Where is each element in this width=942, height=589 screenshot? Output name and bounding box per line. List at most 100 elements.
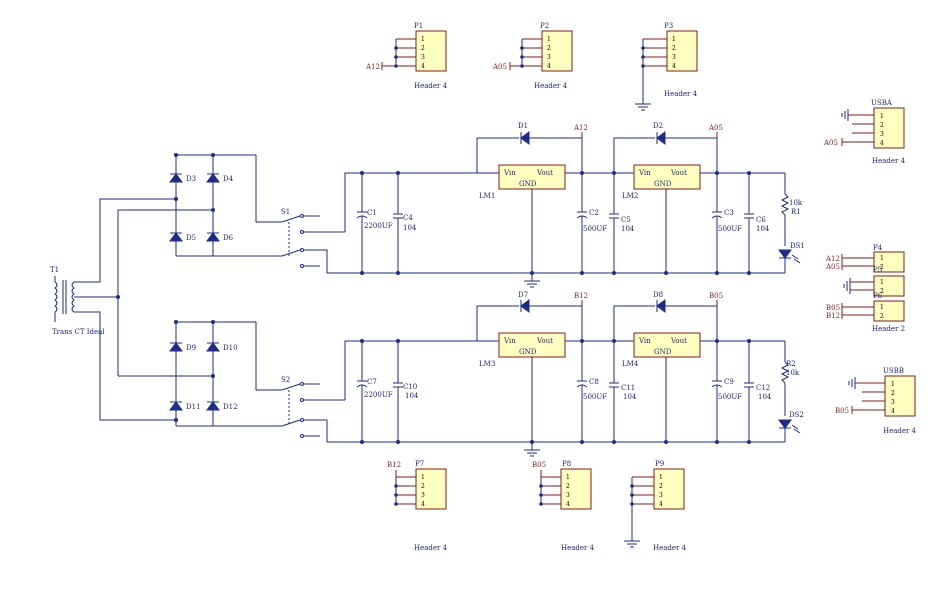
header-usba: USBA 1 2 3 4 A05 Header 4: [823, 99, 906, 165]
c2-value: 500UF: [583, 225, 607, 233]
header-p1: P1 1 2 3 4 A12 Header 4: [365, 22, 448, 90]
c4-value: 104: [403, 224, 417, 232]
pin-1: 1: [421, 36, 425, 43]
lm4-vout: Vout: [670, 337, 687, 345]
p9-type: Header 4: [653, 544, 687, 552]
c3-ref: C3: [724, 209, 734, 217]
diode-d8: D8: [613, 291, 717, 341]
d2-label: D2: [653, 122, 663, 130]
bridge-rectifier-2: D9 D10 D11 D12: [169, 320, 256, 427]
c8-value: 500UF: [583, 393, 607, 401]
lm2-gnd: GND: [654, 180, 672, 188]
header-p6: P6 1 2 B05 B12 Header 2: [826, 292, 905, 333]
pin-1: 1: [421, 474, 425, 481]
c12-value: 104: [758, 393, 772, 401]
p8-net: B05: [532, 461, 546, 469]
usba-ref: USBA: [871, 99, 893, 107]
pin-3: 3: [880, 131, 884, 138]
p2-ref: P2: [540, 22, 549, 30]
pin-1: 1: [880, 279, 884, 286]
pin-2: 2: [880, 122, 884, 129]
r2-value: 10k: [786, 369, 800, 377]
pin-2: 2: [421, 483, 425, 490]
d3-label: D3: [186, 175, 196, 183]
pin-3: 3: [672, 54, 676, 61]
p7-type: Header 4: [414, 544, 448, 552]
ground-symbol: [524, 280, 540, 288]
pin-1: 1: [880, 255, 884, 262]
pin-3: 3: [891, 399, 895, 406]
cap-c3: C3 500UF: [711, 209, 742, 273]
lm1-gnd: GND: [519, 180, 537, 188]
c9-ref: C9: [724, 378, 734, 386]
s2-label: S2: [281, 376, 290, 384]
p7-ref: P7: [415, 460, 424, 468]
usbb-ref: USBB: [883, 367, 904, 375]
p8-ref: P8: [562, 460, 571, 468]
c12-ref: C12: [756, 384, 770, 392]
cap-c8: C8 500UF: [576, 378, 607, 442]
pin-4: 4: [880, 140, 884, 147]
pin-4: 4: [566, 501, 570, 508]
lm4-ref: LM4: [622, 360, 639, 368]
cap-c11: C11 104: [609, 341, 637, 442]
r1-ref: R1: [791, 208, 801, 216]
p7-net: B12: [387, 461, 401, 469]
p3-type: Header 4: [664, 90, 698, 98]
d9-label: D9: [186, 344, 196, 352]
lm1-ref: LM1: [479, 192, 495, 200]
lm3-vout: Vout: [536, 337, 553, 345]
pin-2: 2: [421, 45, 425, 52]
c9-value: 500UF: [718, 393, 742, 401]
net-b12-label: B12: [574, 292, 588, 300]
resistor-r1: 10k R1: [780, 173, 803, 246]
pin-1: 1: [880, 304, 884, 311]
d1-label: D1: [518, 122, 528, 130]
pin-4: 4: [891, 408, 895, 415]
pin-3: 3: [566, 492, 570, 499]
d11-label: D11: [186, 403, 201, 411]
p1-type: Header 4: [414, 82, 448, 90]
pin-3: 3: [421, 492, 425, 499]
header-p2: P2 1 2 3 4 A05 Header 4: [492, 22, 573, 90]
cap-c7: C7 2200UF: [356, 341, 393, 442]
usbb-type: Header 4: [883, 427, 917, 435]
pin-4: 4: [672, 63, 676, 70]
usba-type: Header 4: [872, 157, 906, 165]
p1-ref: P1: [414, 22, 423, 30]
header-p3: P3 1 2 3 4 Header 4: [635, 22, 698, 111]
p6-type: Header 2: [872, 325, 905, 333]
regulator-lm2: Vin Vout GND LM2: [622, 164, 701, 200]
led-ds1: DS1: [778, 242, 805, 273]
p4-net-2: A05: [825, 263, 840, 271]
lm2-vin: Vin: [638, 169, 651, 177]
header-p8: P8 1 2 3 4 B05 Header 4: [532, 460, 595, 552]
ds2-label: DS2: [789, 411, 804, 419]
p9-ref: P9: [655, 460, 664, 468]
pin-2: 2: [880, 288, 884, 295]
d12-label: D12: [223, 403, 238, 411]
c5-ref: C5: [621, 216, 631, 224]
pin-2: 2: [880, 264, 884, 271]
c10-value: 104: [405, 392, 419, 400]
c6-ref: C6: [756, 216, 766, 224]
header-usbb: USBB 1 2 3 4 B05 Header 4: [835, 367, 917, 435]
c11-ref: C11: [621, 384, 635, 392]
p6-net-2: B12: [826, 312, 840, 320]
pin-2: 2: [672, 45, 676, 52]
d7-label: D7: [518, 291, 528, 299]
c1-ref: C1: [367, 209, 377, 217]
cap-c5: C5 104: [609, 173, 635, 273]
c7-value: 2200UF: [364, 391, 393, 399]
c11-value: 104: [623, 393, 637, 401]
lm4-gnd: GND: [654, 348, 672, 356]
d4-label: D4: [223, 175, 234, 183]
diode-d2: D2: [613, 122, 717, 173]
d5-label: D5: [186, 234, 196, 242]
cap-c4: C4 104: [393, 173, 417, 273]
diode-d7: D7: [476, 291, 582, 341]
pin-2: 2: [659, 483, 663, 490]
regulator-lm4: Vin Vout GND LM4: [622, 332, 701, 368]
header-p9: P9 1 2 3 4 Header 4: [624, 460, 687, 552]
